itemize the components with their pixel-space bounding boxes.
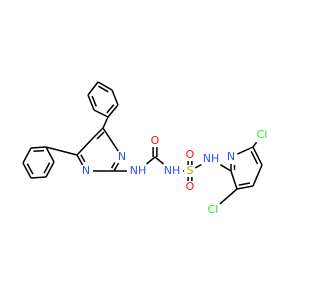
sulfonamide-nh-label: NH [203, 152, 220, 165]
sulfonyl-o-top-label: O [186, 148, 195, 161]
bond-a6-a1 [87, 81, 99, 96]
urea-nh-left-label: NH [130, 164, 147, 177]
bond-p4-p5-inner [96, 131, 105, 140]
bond-b1-b2 [45, 146, 55, 163]
bond-a1-a2 [97, 81, 113, 91]
bond-p6-p1-inner [80, 154, 86, 163]
pyridine-n-label: N [227, 150, 235, 163]
bond-c3-cl3 [219, 188, 238, 205]
bond-b4-b5-inner [26, 163, 34, 175]
bond-n1-c6 [237, 146, 254, 155]
bond-b5-b6 [22, 147, 32, 164]
bond-a5-a6-inner [91, 95, 97, 107]
bond-c4-c3-inner [238, 182, 251, 186]
bond-c6-c5 [252, 146, 263, 166]
bond-a3-a4-inner [106, 104, 115, 114]
bond-p5-p6 [76, 137, 94, 156]
bond-p6-p1 [76, 154, 84, 166]
bond-p2-p3 [113, 162, 120, 172]
pyrimidine-n-lower-label: N [82, 164, 90, 177]
bond-a2-a3 [111, 89, 119, 106]
bond-b2-b3-inner [43, 162, 51, 174]
bond-s-nhS [194, 163, 202, 169]
bond-a4-p4 [102, 116, 109, 129]
atom-label-layer: N N NH O NH S O O NH N Cl Cl [82, 128, 267, 216]
chlorine-3-label: Cl [208, 203, 219, 216]
bond-b6-b1 [30, 146, 47, 149]
pyrimidine-n-upper-label: N [118, 150, 126, 163]
bond-cU-nhR [154, 156, 164, 165]
bond-b4-b5 [22, 162, 32, 179]
bond-c3-c2 [230, 170, 238, 190]
bond-p4-p5 [92, 127, 104, 139]
bond-a5-a6 [87, 94, 95, 111]
bond-c6-cl6 [252, 141, 258, 148]
bond-nhS-c2 [220, 164, 232, 172]
bond-b2-b3 [45, 161, 55, 178]
bond-b3-b4 [30, 176, 47, 179]
bond-c6-c5-inner [250, 150, 259, 165]
sulfonyl-o-bottom-label: O [186, 180, 195, 193]
bond-a1-a2-inner [98, 85, 109, 93]
bond-p2-p3-inner [110, 162, 116, 169]
bond-b1-p6 [45, 146, 78, 156]
molecule-structure-diagram: N N NH O NH S O O NH N Cl Cl [22, 81, 267, 216]
bond-p3-p4 [102, 127, 119, 152]
bond-a4-a5 [93, 109, 109, 118]
bond-nhL-cU [146, 156, 156, 165]
bond-b6-b1-inner [33, 149, 45, 153]
sulfonyl-s-label: S [187, 164, 194, 177]
urea-nh-right-label: NH [164, 164, 181, 177]
bond-layer [22, 81, 263, 205]
bond-c4-c3 [236, 185, 254, 190]
urea-carbonyl-o-label: O [151, 134, 160, 147]
chlorine-6-label: Cl [257, 128, 268, 141]
bond-c5-c4 [252, 164, 263, 187]
bond-a3-a4 [107, 104, 119, 118]
